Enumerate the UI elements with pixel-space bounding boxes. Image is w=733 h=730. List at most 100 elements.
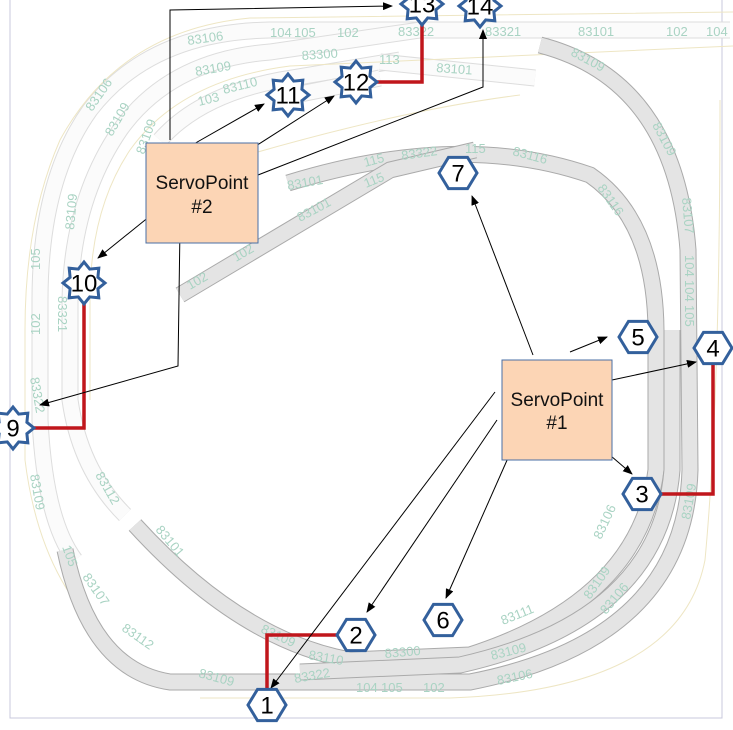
servo-point-title: ServoPoint <box>511 390 605 411</box>
marker-12[interactable]: 12 <box>332 58 380 106</box>
marker-9[interactable]: 9 <box>0 404 37 452</box>
marker-4[interactable]: 4 <box>692 330 733 366</box>
marker-11[interactable]: 11 <box>264 71 312 119</box>
marker-14[interactable]: 14 <box>456 0 504 30</box>
marker-label: 10 <box>71 271 98 298</box>
wire-2-1 <box>265 633 350 700</box>
marker-label: 13 <box>409 0 436 19</box>
arrow-sp2-13 <box>169 2 393 140</box>
wires <box>30 8 715 700</box>
track-label: 104 <box>270 25 292 40</box>
marker-label: 6 <box>436 608 449 635</box>
arrow-sp1-4 <box>611 359 697 381</box>
marker-1[interactable]: 1 <box>246 687 288 723</box>
track-label: 83110 <box>307 647 344 668</box>
track-label: 102 <box>666 24 688 39</box>
arrow-sp2-11 <box>191 103 265 146</box>
track-label: 83322 <box>400 143 438 163</box>
track-label: 105 <box>381 680 403 695</box>
track-label: 83322 <box>293 665 331 686</box>
star-marker-icon <box>0 404 37 452</box>
track-label: 113 <box>379 52 400 67</box>
marker-label: 3 <box>635 482 648 509</box>
star-marker-icon <box>60 259 108 307</box>
arrow-sp1-5 <box>569 336 608 353</box>
track-label: 105 <box>59 543 81 569</box>
servo-point-number: #1 <box>546 413 567 434</box>
track-label: 83321 <box>485 24 521 39</box>
arrow-sp1-2 <box>366 419 498 613</box>
marker-label: 1 <box>260 693 273 720</box>
track-label: 83112 <box>119 620 156 652</box>
track-label: 102 <box>423 680 445 695</box>
track-label: 83106 <box>186 28 224 48</box>
track-label: 83322 <box>398 24 434 39</box>
track-label: 83109 <box>62 193 80 230</box>
marker-2[interactable]: 2 <box>335 617 377 653</box>
arrow-sp1-7 <box>471 195 534 356</box>
track-label: 104 <box>682 280 697 302</box>
hexagon-marker-icon <box>335 617 377 653</box>
track-label: 115 <box>465 141 486 156</box>
hexagon-marker-icon <box>422 602 464 638</box>
star-marker-icon <box>332 58 380 106</box>
hexagon-marker-icon <box>437 155 479 191</box>
track-label: 83106 <box>590 502 619 541</box>
arrow-sp1-6 <box>445 457 509 599</box>
arrow-sp2-14 <box>257 29 487 176</box>
marker-label: 11 <box>276 83 301 110</box>
servo-point-1[interactable]: ServoPoint #1 <box>501 359 613 461</box>
track-label: 115 <box>362 150 386 170</box>
track-label: 115 <box>362 169 387 191</box>
track-label: 83101 <box>578 24 614 39</box>
track-label: 105 <box>294 25 316 40</box>
marker-label: 4 <box>706 336 719 363</box>
star-marker-icon <box>456 0 504 30</box>
track-label: 83109 <box>194 58 232 79</box>
marker-13[interactable]: 13 <box>398 0 446 28</box>
track-label: 105 <box>682 305 697 327</box>
marker-label: 5 <box>631 325 644 352</box>
track-label: 104 <box>682 255 697 277</box>
hexagon-marker-icon <box>692 330 733 366</box>
track-label: 104 <box>356 680 378 695</box>
track-label: 104 <box>706 24 728 39</box>
servo-point-number: #2 <box>191 197 212 218</box>
arrow-sp1-1 <box>270 391 496 689</box>
marker-3[interactable]: 3 <box>621 476 663 512</box>
track-label: 83109 <box>27 473 48 511</box>
star-marker-icon <box>398 0 446 28</box>
track-label: 83101 <box>286 172 324 193</box>
wire-12-13 <box>370 8 424 84</box>
marker-label: 2 <box>349 623 362 650</box>
servo-point-2[interactable]: ServoPoint #2 <box>145 142 259 244</box>
marker-label: 14 <box>467 0 494 21</box>
servo-point-title: ServoPoint <box>156 173 250 194</box>
marker-5[interactable]: 5 <box>617 319 659 355</box>
wire-9-10 <box>30 285 86 430</box>
hexagon-marker-icon <box>621 476 663 512</box>
marker-10[interactable]: 10 <box>60 259 108 307</box>
star-marker-icon <box>264 71 312 119</box>
hexagon-marker-icon <box>617 319 659 355</box>
track-label: 103 <box>196 89 221 109</box>
shaded-tracks <box>56 36 699 691</box>
track-label: 105 <box>28 248 43 270</box>
marker-label: 12 <box>343 70 370 97</box>
wire-3-4 <box>655 348 715 496</box>
track-label: 102 <box>337 25 359 40</box>
track-label: 83109 <box>678 482 699 520</box>
track-label: 83300 <box>301 46 338 63</box>
track-label: 83321 <box>55 296 70 332</box>
marker-7[interactable]: 7 <box>437 155 479 191</box>
track-label: 83101 <box>436 60 473 77</box>
track-label: 83106 <box>496 666 534 688</box>
marker-label: 9 <box>6 416 19 443</box>
arrow-sp2-9 <box>39 226 181 407</box>
track-label: 83107 <box>679 197 697 234</box>
track-label: 102 <box>28 313 43 335</box>
marker-label: 7 <box>451 161 464 188</box>
marker-6[interactable]: 6 <box>422 602 464 638</box>
